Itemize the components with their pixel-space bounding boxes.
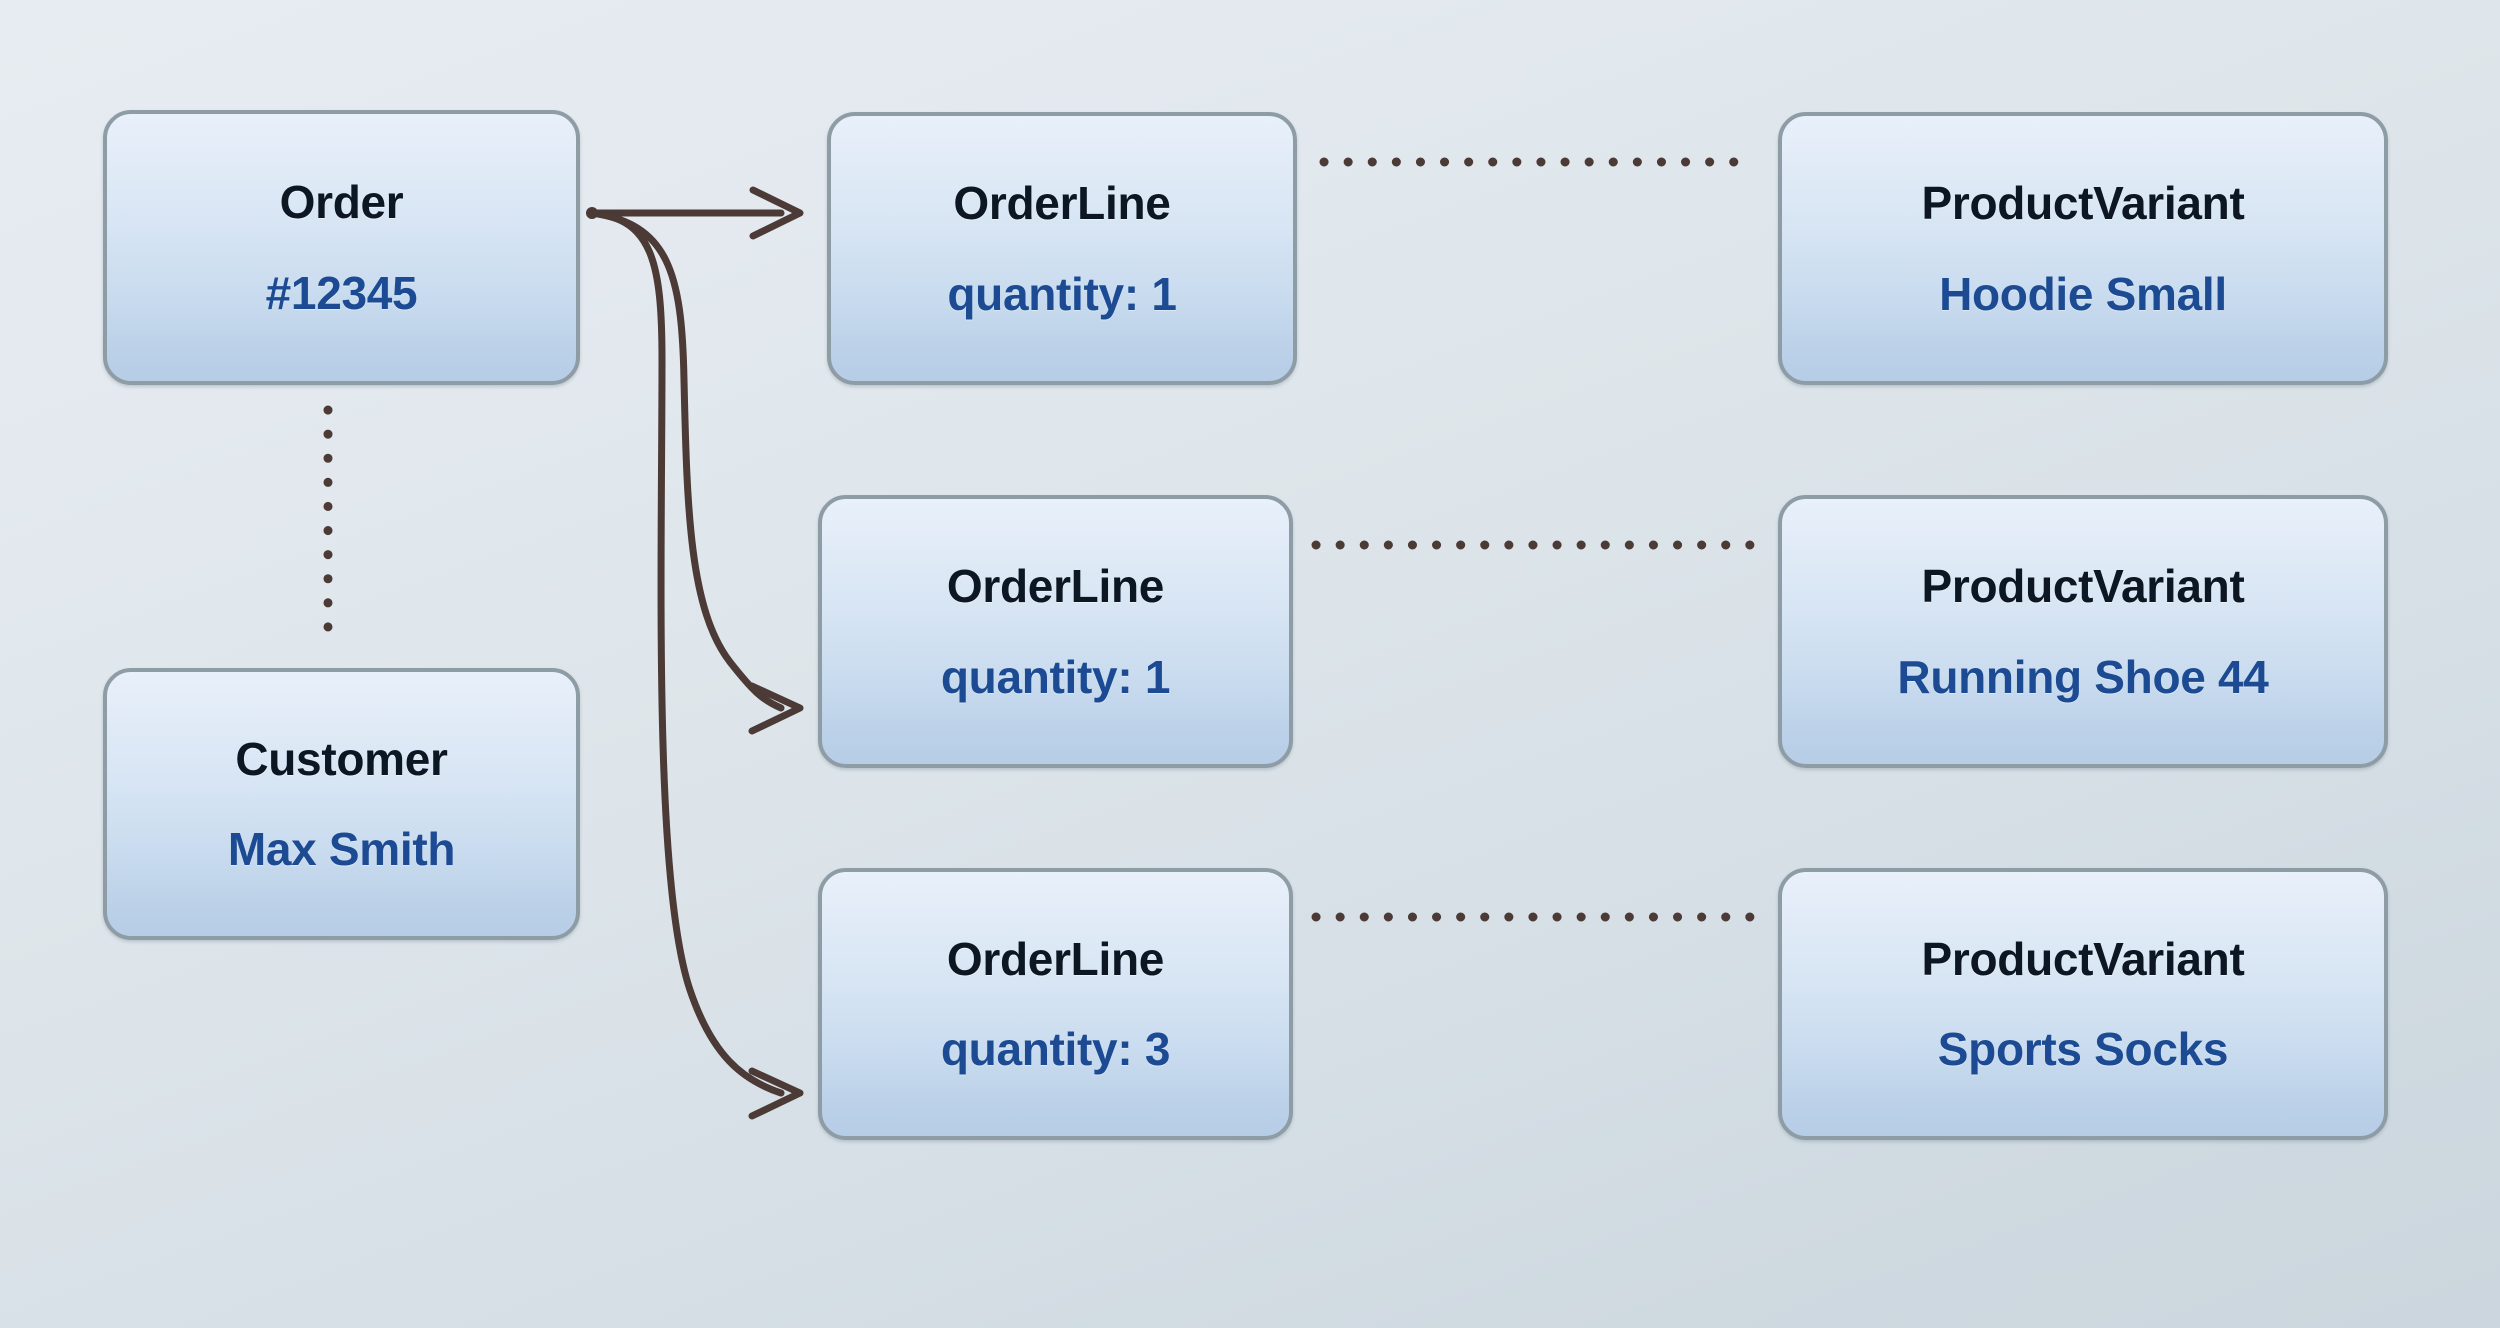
node-order-title: Order <box>279 176 404 229</box>
node-order-line-1[interactable]: OrderLine quantity: 1 <box>827 112 1297 385</box>
node-product-variant-1-value: Hoodie Small <box>1939 267 2227 320</box>
node-customer[interactable]: Customer Max Smith <box>103 668 580 940</box>
node-product-variant-3[interactable]: ProductVariant Sports Socks <box>1778 868 2388 1140</box>
node-product-variant-1[interactable]: ProductVariant Hoodie Small <box>1778 112 2388 385</box>
node-order-line-3[interactable]: OrderLine quantity: 3 <box>818 868 1293 1140</box>
edge-order-to-orderline-3 <box>588 209 804 1120</box>
edge-order-to-orderline-1 <box>586 186 804 240</box>
node-order-line-2-value: quantity: 1 <box>940 650 1171 703</box>
node-order-line-2[interactable]: OrderLine quantity: 1 <box>818 495 1293 768</box>
node-order-line-3-value: quantity: 3 <box>940 1023 1171 1075</box>
node-order-line-2-title: OrderLine <box>946 560 1165 613</box>
node-product-variant-1-title: ProductVariant <box>1921 177 2245 230</box>
node-customer-value: Max Smith <box>227 823 456 875</box>
node-product-variant-2-value: Running Shoe 44 <box>1897 650 2269 703</box>
node-customer-title: Customer <box>235 732 448 785</box>
node-product-variant-2[interactable]: ProductVariant Running Shoe 44 <box>1778 495 2388 768</box>
node-order[interactable]: Order #12345 <box>103 110 580 385</box>
node-product-variant-3-value: Sports Socks <box>1937 1023 2229 1075</box>
node-product-variant-3-title: ProductVariant <box>1921 932 2245 985</box>
node-order-line-1-title: OrderLine <box>953 177 1171 230</box>
node-order-value: #12345 <box>265 266 418 319</box>
node-order-line-3-title: OrderLine <box>946 932 1165 985</box>
edge-order-to-orderline-2 <box>588 209 804 735</box>
node-product-variant-2-title: ProductVariant <box>1921 560 2245 613</box>
node-order-line-1-value: quantity: 1 <box>947 267 1177 320</box>
